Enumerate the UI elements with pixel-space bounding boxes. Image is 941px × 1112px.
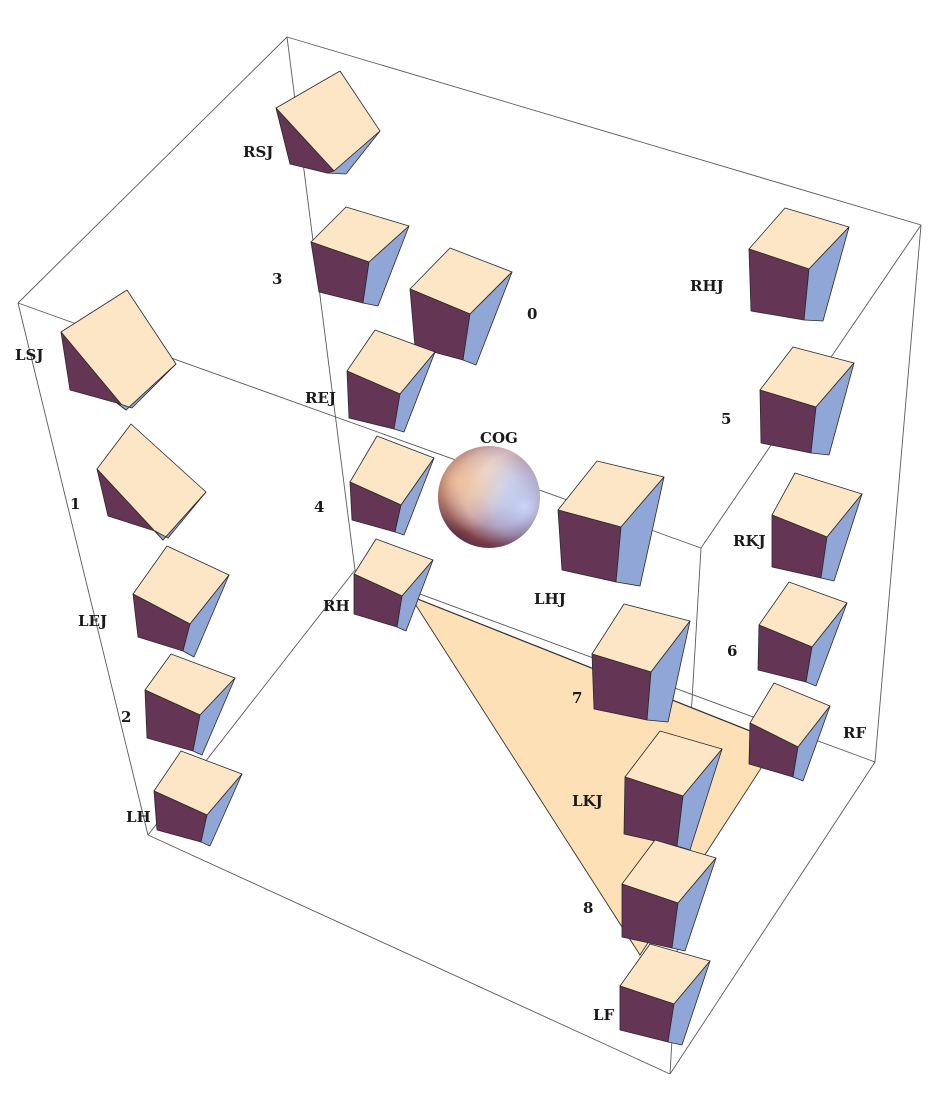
cube-right-face: [394, 457, 435, 536]
joint-label-2: 2: [121, 708, 131, 726]
cube-right-face: [820, 493, 863, 582]
cube-right-face: [200, 773, 243, 847]
joint-cube-6: [757, 581, 848, 687]
joint-label-LEJ: LEJ: [78, 612, 107, 630]
cube-right-face: [396, 559, 434, 632]
joint-label-LHJ: LHJ: [534, 590, 566, 608]
joint-cube-LSJ: [60, 289, 177, 411]
joint-label-LH: LH: [126, 808, 151, 826]
cube-right-face: [803, 226, 850, 322]
joint-cube-LH: [153, 750, 243, 847]
cube-right-face: [646, 620, 691, 723]
joint-label-REJ: REJ: [305, 389, 336, 407]
cube-right-face: [116, 363, 177, 411]
cog-marker: COG: [438, 429, 540, 548]
joint-cube-8: [621, 839, 717, 952]
cube-right-face: [810, 362, 855, 456]
cube-right-face: [615, 476, 665, 587]
joint-label-6: 6: [727, 642, 737, 660]
joint-cube-LEJ: [132, 545, 230, 658]
cube-right-face: [182, 574, 230, 658]
joint-label-7: 7: [572, 689, 582, 707]
cube-right-face: [393, 351, 436, 433]
sphere-warm-highlight: [438, 446, 540, 548]
joint-label-LKJ: LKJ: [572, 792, 603, 810]
joint-label-RHJ: RHJ: [690, 277, 724, 295]
cube-right-face: [154, 491, 207, 541]
joint-label-0: 0: [527, 305, 537, 323]
joint-label-LSJ: LSJ: [15, 346, 43, 364]
joint-cube-RF: [748, 682, 831, 782]
cube-right-face: [462, 271, 513, 366]
cube-right-face: [671, 857, 717, 952]
joint-cubes: [60, 70, 863, 1046]
box-edge: [286, 36, 922, 226]
cube-right-face: [792, 705, 831, 782]
cube-right-face: [326, 130, 381, 175]
box-edge: [17, 36, 288, 304]
cog-label: COG: [480, 429, 518, 447]
joint-label-8: 8: [583, 899, 593, 917]
box-edge: [669, 761, 876, 1075]
box-edge: [874, 224, 922, 763]
cube-right-face: [667, 960, 711, 1046]
box-edge: [147, 834, 671, 1075]
joint-label-RH: RH: [323, 597, 350, 615]
joint-cube-RHJ: [748, 207, 850, 322]
joint-cube-1: [96, 423, 207, 541]
joint-label-4: 4: [314, 498, 324, 516]
joint-label-5: 5: [721, 410, 731, 428]
joint-cube-RH: [353, 538, 434, 632]
cube-right-face: [192, 677, 236, 756]
joint-cube-3: [310, 206, 410, 307]
joint-cube-7: [591, 603, 691, 723]
joint-label-1: 1: [70, 495, 80, 513]
joint-label-RKJ: RKJ: [733, 532, 766, 550]
joint-label-3: 3: [272, 270, 282, 288]
joint-cube-LF: [619, 943, 711, 1046]
joint-cube-5: [759, 346, 855, 456]
joint-cube-2: [144, 653, 236, 756]
joint-cube-LHJ: [557, 460, 665, 587]
joint-cube-RKJ: [771, 472, 863, 582]
support-polygon: [408, 595, 779, 956]
joint-label-RF: RF: [843, 724, 866, 742]
joint-cube-0: [409, 247, 513, 366]
joint-cube-RSJ: [275, 70, 381, 175]
box-edge: [17, 302, 149, 836]
cube-right-face: [805, 602, 848, 687]
joint-cube-4: [349, 435, 435, 536]
cube-top-face: [96, 423, 207, 541]
joint-cube-REJ: [346, 329, 436, 433]
joint-label-LF: LF: [593, 1006, 615, 1024]
cube-right-face: [362, 225, 410, 307]
joint-label-RSJ: RSJ: [243, 143, 273, 161]
